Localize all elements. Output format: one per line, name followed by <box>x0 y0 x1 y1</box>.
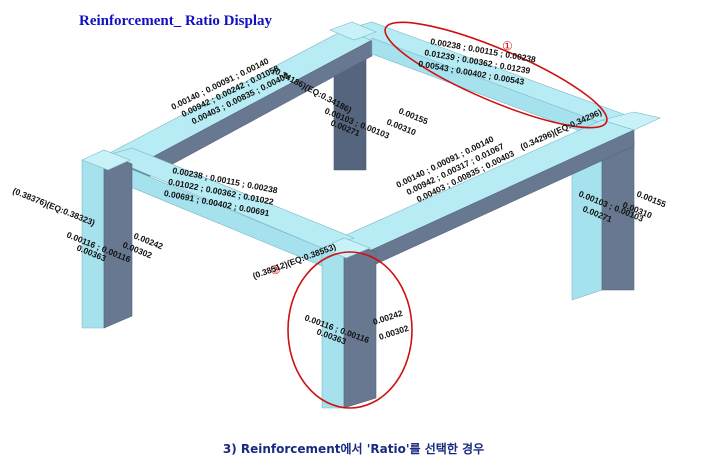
highlight-ellipse-1 <box>384 21 608 129</box>
marker-2: ② <box>270 263 281 277</box>
highlight-ellipse-2 <box>287 251 413 409</box>
column-front[interactable] <box>321 237 377 409</box>
beam-back-right[interactable] <box>343 21 635 141</box>
joint-back <box>329 21 377 41</box>
result-text: 0.00242 <box>372 308 405 327</box>
beam-front-right[interactable] <box>321 111 661 275</box>
display-title: Reinforcement_ Ratio Display <box>79 13 273 29</box>
figure-caption: 3) Reinforcement에서 'Ratio'를 선택한 경우 <box>222 442 485 456</box>
result-text: 0.00302 <box>378 323 411 342</box>
marker-1: ① <box>502 39 513 53</box>
column-left[interactable] <box>81 149 133 329</box>
